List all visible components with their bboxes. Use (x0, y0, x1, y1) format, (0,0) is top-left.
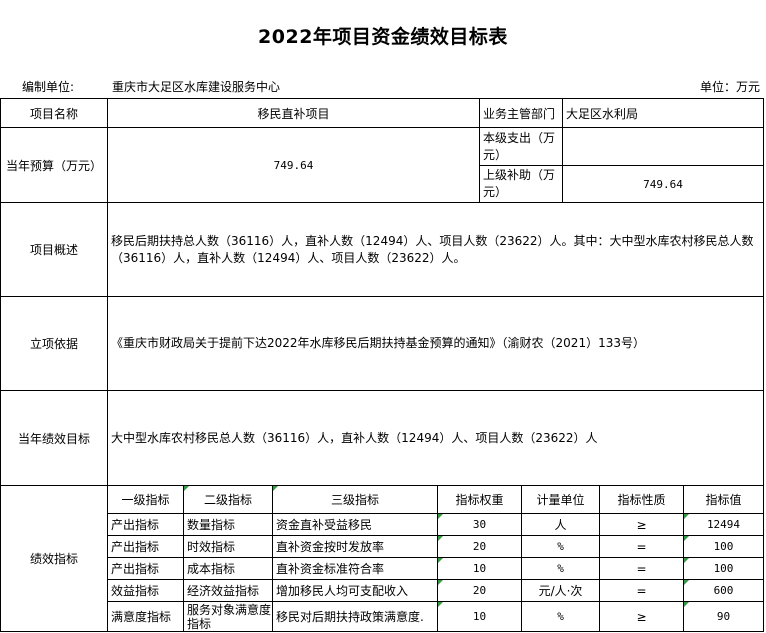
col-header-weight: 指标权重 (438, 486, 522, 514)
overview-text: 移民后期扶持总人数（36116）人，直补人数（12494）人、项目人数（2362… (108, 203, 764, 297)
goal-text: 大中型水库农村移民总人数（36116）人，直补人数（12494）人、项目人数（2… (108, 391, 764, 486)
row4-nature: = (600, 580, 684, 602)
dept-value: 大足区水利局 (563, 99, 764, 128)
row4-level2: 经济效益指标 (184, 580, 273, 602)
page-title: 2022年项目资金绩效目标表 (258, 26, 508, 48)
row2-level1: 产出指标 (108, 536, 184, 558)
overview-label: 项目概述 (1, 203, 108, 297)
col-header-value: 指标值 (684, 486, 764, 514)
local-expense-value (563, 128, 764, 166)
project-name-value: 移民直补项目 (108, 99, 480, 128)
row1-value: 12494 (684, 514, 764, 536)
currency-unit: 单位：万元 (699, 80, 760, 94)
row4-level1: 效益指标 (108, 580, 184, 602)
row3-level3: 直补资金标准符合率 (273, 558, 438, 580)
dept-label: 业务主管部门 (480, 99, 563, 128)
row5-level2: 服务对象满意度指标 (184, 602, 273, 632)
row5-unit: % (522, 602, 600, 632)
row2-weight: 20 (438, 536, 522, 558)
row5-level3: 移民对后期扶持政策满意度. (273, 602, 438, 632)
row3-value: 100 (684, 558, 764, 580)
local-expense-label: 本级支出（万元） (480, 128, 563, 166)
col-header-nature: 指标性质 (600, 486, 684, 514)
row1-weight: 30 (438, 514, 522, 536)
row1-unit: 人 (522, 514, 600, 536)
col-header-unit: 计量单位 (522, 486, 600, 514)
performance-table: 项目名称 移民直补项目 业务主管部门 大足区水利局 当年预算（万元） 749.6… (0, 98, 764, 632)
budget-label: 当年预算（万元） (1, 128, 108, 203)
row2-level3: 直补资金按时发放率 (273, 536, 438, 558)
indicators-label: 绩效指标 (1, 486, 108, 632)
row3-nature: = (600, 558, 684, 580)
row3-unit: % (522, 558, 600, 580)
compiling-unit-label: 编制单位: (22, 80, 75, 94)
row3-level2: 成本指标 (184, 558, 273, 580)
row1-nature: ≥ (600, 514, 684, 536)
row4-unit: 元/人·次 (522, 580, 600, 602)
subsidy-label: 上级补助（万元） (480, 166, 563, 203)
basis-text: 《重庆市财政局关于提前下达2022年水库移民后期扶持基金预算的通知》（渝财农（2… (108, 297, 764, 391)
row1-level1: 产出指标 (108, 514, 184, 536)
basis-label: 立项依据 (1, 297, 108, 391)
col-header-level1: 一级指标 (108, 486, 184, 514)
goal-label: 当年绩效目标 (1, 391, 108, 486)
row4-value: 600 (684, 580, 764, 602)
row3-weight: 10 (438, 558, 522, 580)
row4-weight: 20 (438, 580, 522, 602)
row1-level2: 数量指标 (184, 514, 273, 536)
subsidy-value: 749.64 (563, 166, 764, 203)
row5-nature: ≥ (600, 602, 684, 632)
col-header-level3: 三级指标 (273, 486, 438, 514)
row5-value: 90 (684, 602, 764, 632)
budget-value: 749.64 (108, 128, 480, 203)
row2-nature: = (600, 536, 684, 558)
row2-value: 100 (684, 536, 764, 558)
row3-level1: 产出指标 (108, 558, 184, 580)
row1-level3: 资金直补受益移民 (273, 514, 438, 536)
project-name-label: 项目名称 (1, 99, 108, 128)
col-header-level2: 二级指标 (184, 486, 273, 514)
compiling-unit-value: 重庆市大足区水库建设服务中心 (112, 80, 281, 94)
row2-unit: % (522, 536, 600, 558)
row5-level1: 满意度指标 (108, 602, 184, 632)
row4-level3: 增加移民人均可支配收入 (273, 580, 438, 602)
row2-level2: 时效指标 (184, 536, 273, 558)
row5-weight: 10 (438, 602, 522, 632)
